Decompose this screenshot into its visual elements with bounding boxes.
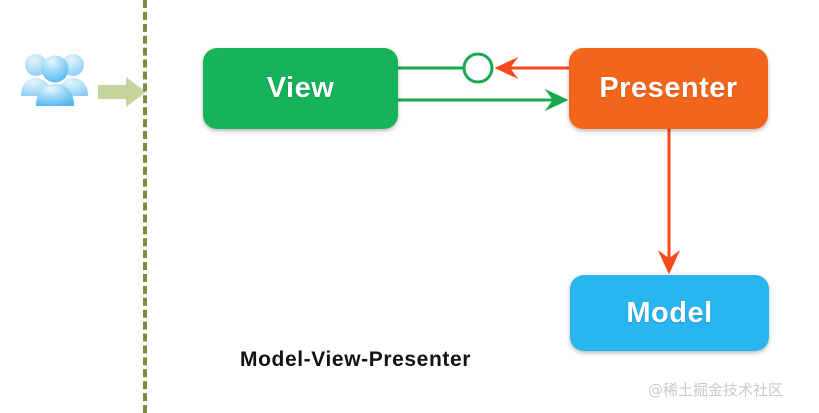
watermark: @稀土掘金技术社区 [648, 381, 784, 399]
node-view[interactable]: View [203, 48, 398, 129]
node-presenter[interactable]: Presenter [569, 48, 768, 129]
users-group-icon [20, 44, 92, 106]
node-presenter-label: Presenter [599, 72, 738, 104]
node-view-label: View [266, 72, 335, 104]
system-boundary-dashed-line [143, 0, 147, 413]
interface-lollipop-circle [462, 52, 494, 84]
node-model-label: Model [626, 296, 713, 329]
diagram-caption: Model-View-Presenter [240, 348, 472, 371]
block-arrow-right-icon [96, 74, 148, 110]
node-model[interactable]: Model [570, 275, 769, 351]
